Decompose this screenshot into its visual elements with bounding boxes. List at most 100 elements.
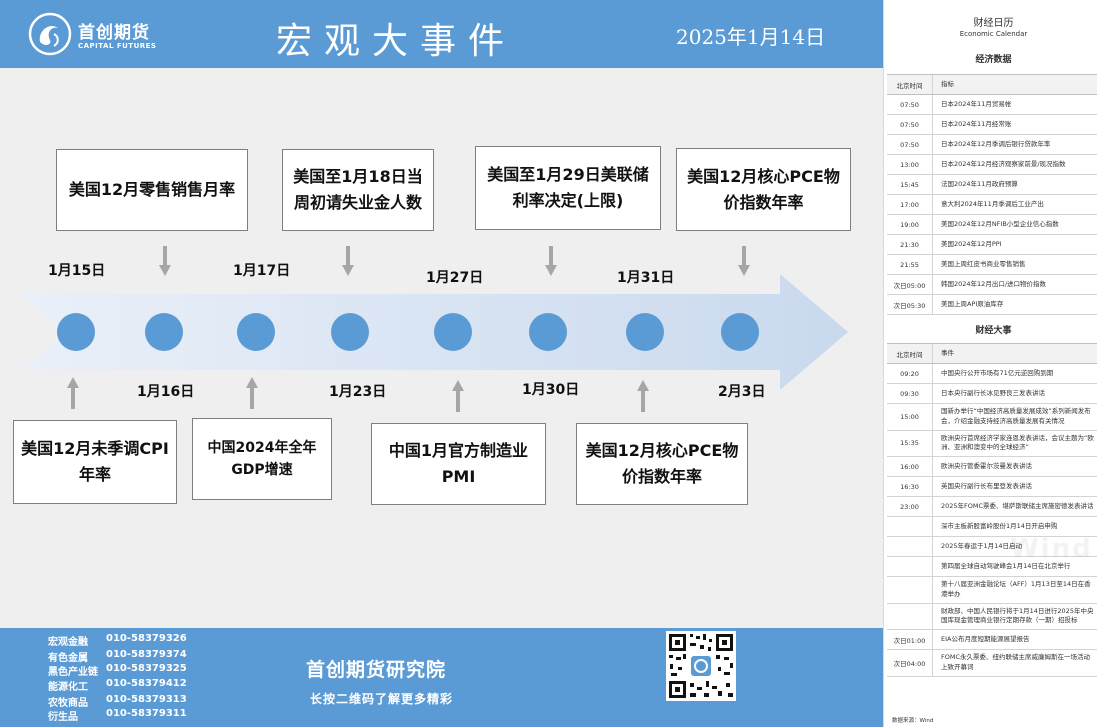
- row-time: [887, 537, 933, 556]
- row-time: 07:50: [887, 95, 933, 114]
- row-time: 次日01:00: [887, 630, 933, 649]
- row-time: 09:30: [887, 384, 933, 403]
- table-row: 深市主板新股富岭股份1月14日开启申购: [887, 517, 1097, 537]
- row-item: FOMC永久票委、纽约联储主席威廉姆斯在一场活动上致开幕词: [941, 653, 1091, 671]
- table-row: 07:50 日本2024年11月贸易帐: [887, 95, 1097, 115]
- timeline-dot: [529, 313, 567, 351]
- row-time: 15:35: [887, 430, 933, 456]
- timeline-dot: [331, 313, 369, 351]
- row-item: 意大利2024年11月季调后工业产出: [941, 199, 1044, 208]
- contact-line: 黑色产业链 010-58379325: [48, 663, 187, 678]
- row-item: 第四届全球自动驾驶峰会1月14日在北京举行: [941, 561, 1071, 570]
- table-header: 北京时间事件: [887, 343, 1097, 364]
- row-time: 19:00: [887, 215, 933, 234]
- event-box-lower: 中国1月官方制造业 PMI: [371, 423, 546, 505]
- header-bar: 首创期货 CAPITAL FUTURES 宏观大事件 2025年1月14日: [0, 0, 883, 68]
- row-time: 次日04:00: [887, 650, 933, 676]
- event-box-upper: 美国至1月29日美联储 利率决定(上限): [475, 146, 661, 230]
- econ-data-title: 经济数据: [975, 55, 1012, 65]
- calendar-subtitle: Economic Calendar: [959, 30, 1028, 38]
- table-row: 第十八届亚洲金融论坛（AFF）1月13日至14日在香港举办: [887, 577, 1097, 604]
- event-date: 1月15日: [48, 263, 106, 279]
- row-item: 韩国2024年12月出口/进口物价指数: [941, 279, 1047, 288]
- company-logo: 首创期货 CAPITAL FUTURES: [28, 8, 158, 60]
- table-row: 第四届全球自动驾驶峰会1月14日在北京举行: [887, 557, 1097, 577]
- table-row: 15:00 国新办举行“中国经济高质量发展成效”系列新闻发布会，介绍金融支持经济高…: [887, 404, 1097, 431]
- row-item: 日本2024年12月经济观察家前景/现况指数: [941, 159, 1066, 168]
- row-item: 2025年FOMC票委、堪萨斯联储主席施密德发表讲话: [941, 501, 1094, 510]
- contact-dept: 宏观金融: [48, 637, 88, 648]
- row-item: 法国2024年11月政府预算: [941, 179, 1018, 188]
- row-item: 美国2024年12月NFIB小型企业信心指数: [941, 219, 1059, 228]
- event-date: 1月16日: [137, 384, 195, 400]
- event-date: 1月17日: [233, 263, 291, 279]
- event-text: 美国12月核心PCE物 价指数年率: [585, 441, 739, 486]
- institute-name: 首创期货研究院: [306, 659, 447, 681]
- contact-phone: 010-58379313: [106, 694, 187, 705]
- row-time: [887, 603, 933, 629]
- table-header: 北京时间指标: [887, 74, 1097, 95]
- row-time: 21:30: [887, 235, 933, 254]
- event-box-lower: 中国2024年全年 GDP增速: [192, 418, 332, 500]
- table-row: 21:30 美国2024年12月PPI: [887, 235, 1097, 255]
- row-item: 欧洲央行管委霍尔茨曼发表讲话: [941, 461, 1032, 470]
- contact-dept: 黑色产业链: [48, 667, 98, 678]
- watermark: Wind: [1010, 534, 1093, 564]
- row-item: 深市主板新股富岭股份1月14日开启申购: [941, 521, 1058, 530]
- row-item: 美国上周红皮书商业零售销售: [941, 259, 1026, 268]
- contact-phone: 010-58379326: [106, 633, 187, 644]
- row-time: [887, 557, 933, 576]
- table-row: 次日04:00 FOMC永久票委、纽约联储主席威廉姆斯在一场活动上致开幕词: [887, 650, 1097, 677]
- timeline-dot: [145, 313, 183, 351]
- row-item: 第十八届亚洲金融论坛（AFF）1月13日至14日在香港举办: [941, 580, 1091, 598]
- contact-dept: 有色金属: [48, 653, 88, 664]
- event-text: 中国1月官方制造业 PMI: [388, 441, 529, 486]
- row-item: 国新办举行“中国经济高质量发展成效”系列新闻发布会，介绍金融支持经济高质量发展有…: [941, 407, 1091, 425]
- row-item: 日本2024年11月经常账: [941, 119, 1012, 128]
- event-box-lower: 美国12月核心PCE物 价指数年率: [576, 423, 748, 505]
- row-item: 英国央行副行长布里登发表讲话: [941, 481, 1032, 490]
- events-title: 财经大事: [975, 326, 1012, 336]
- logo-swirl-icon: [28, 12, 72, 56]
- contact-dept: 能源化工: [48, 682, 88, 693]
- timeline-dot: [434, 313, 472, 351]
- timeline-dot: [237, 313, 275, 351]
- table-row: 财政部、中国人民银行将于1月14日进行2025年中央国库现金管理商业银行定期存款…: [887, 603, 1097, 630]
- timeline: 美国12月零售销售月率 美国至1月18日当 周初请失业金人数 美国至1月29日美…: [0, 68, 883, 628]
- row-item: 日本央行副行长冰见野良三发表讲话: [941, 388, 1045, 397]
- event-date: 1月27日: [426, 270, 484, 286]
- event-text: 美国12月核心PCE物 价指数年率: [687, 166, 840, 212]
- contact-dept: 农牧商品: [48, 698, 88, 709]
- row-item: 美国上周API原油库存: [941, 299, 1004, 308]
- event-box-lower: 美国12月未季调CPI 年率: [13, 420, 177, 504]
- row-time: 07:50: [887, 135, 933, 154]
- row-item: 美国2024年12月PPI: [941, 239, 1002, 248]
- table-row: 09:30 日本央行副行长冰见野良三发表讲话: [887, 384, 1097, 404]
- event-date: 1月23日: [329, 384, 387, 400]
- row-item: EIA公布月度短期能源展望报告: [941, 634, 1030, 643]
- header-item: 指标: [941, 79, 954, 88]
- row-time: 09:20: [887, 364, 933, 383]
- data-source: 数据来源：Wind: [892, 718, 934, 724]
- header-item: 事件: [941, 348, 954, 357]
- event-box-upper: 美国12月零售销售月率: [56, 149, 248, 231]
- econ-data-table: 北京时间指标 07:50 日本2024年11月贸易帐 07:50 日本2024年11…: [887, 74, 1097, 315]
- row-time: 07:50: [887, 115, 933, 134]
- row-time: 17:00: [887, 195, 933, 214]
- row-time: 15:00: [887, 404, 933, 430]
- calendar-title: 财经日历: [973, 18, 1014, 29]
- table-row: 17:00 意大利2024年11月季调后工业产出: [887, 195, 1097, 215]
- qr-code-icon[interactable]: [666, 631, 736, 701]
- event-text: 美国12月未季调CPI 年率: [21, 439, 169, 484]
- row-item: 日本2024年11月贸易帐: [941, 99, 1012, 108]
- logo-en-text: CAPITAL FUTURES: [78, 42, 157, 50]
- contact-phone: 010-58379325: [106, 663, 187, 674]
